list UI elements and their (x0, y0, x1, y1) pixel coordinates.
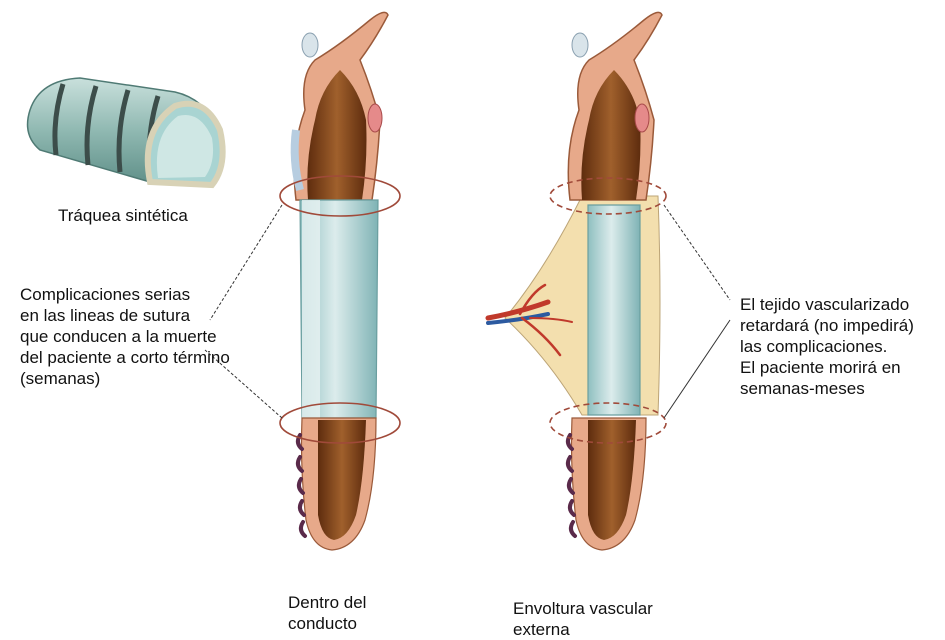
caption-line: conducto (288, 614, 357, 633)
vascularized-tissue-note: El tejido vascularizado retardará (no im… (740, 294, 914, 399)
note-line: (semanas) (20, 369, 101, 388)
caption-line: Dentro del (288, 593, 367, 612)
note-line: semanas-meses (740, 379, 865, 398)
note-line: El tejido vascularizado (740, 295, 910, 314)
note-line: las complicaciones. (740, 337, 888, 356)
note-line: del paciente a corto término (20, 348, 230, 367)
note-line: Complicaciones serias (20, 285, 191, 304)
synthetic-trachea-label: Tráquea sintética (58, 206, 188, 225)
note-line: que conducen a la muerte (20, 327, 217, 346)
note-line: en las lineas de sutura (20, 306, 191, 325)
caption-line: Envoltura vascular (513, 599, 653, 618)
note-line: retardará (no impedirá) (740, 316, 914, 335)
trachea-inside-duct-illustration (204, 11, 401, 551)
trachea-external-wrap-illustration (504, 11, 731, 551)
caption-line: externa (513, 620, 570, 639)
synthetic-trachea-icon (26, 77, 226, 189)
blood-vessel-icon (485, 283, 573, 357)
external-wrap-caption: Envoltura vascular externa (513, 598, 653, 640)
inside-duct-caption: Dentro del conducto (288, 592, 366, 634)
suture-complications-note: Complicaciones serias en las lineas de s… (20, 284, 230, 389)
note-line: El paciente morirá en (740, 358, 901, 377)
